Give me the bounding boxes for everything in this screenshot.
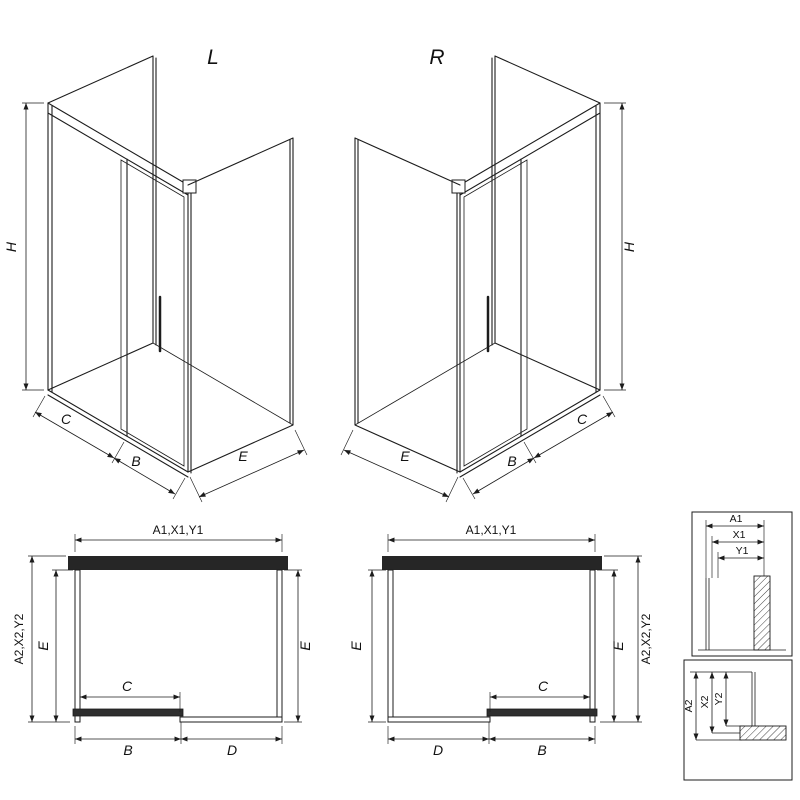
dim-a2-label: A2,X2,Y2	[639, 613, 653, 664]
back-side-panel	[491, 55, 601, 391]
corner-post	[187, 184, 192, 474]
glass-section	[705, 578, 710, 650]
side-panel-right	[187, 137, 294, 473]
dim-b-label: B	[507, 453, 516, 469]
dim-y1-label: Y1	[736, 545, 749, 557]
dim-c-line	[34, 411, 115, 459]
sliding-door-glass	[120, 159, 185, 467]
dim-b-label: B	[537, 742, 546, 758]
building-wall	[382, 556, 602, 570]
dim-b-label: B	[123, 742, 132, 758]
dim-y2-label: Y2	[713, 692, 725, 705]
front-wall-right	[459, 102, 601, 478]
detail-ext-lines	[705, 520, 765, 578]
dim-e-right-label: E	[297, 641, 313, 651]
dim-a2-ext	[600, 555, 642, 723]
dim-c-ext	[523, 395, 616, 464]
wall-profile-section	[753, 575, 771, 651]
dim-c-label: C	[577, 411, 588, 427]
tray-back-edge	[354, 342, 496, 426]
dim-c-line	[533, 411, 614, 459]
dim-c-label: C	[122, 678, 133, 694]
glass-section	[751, 672, 756, 726]
dim-d-label: D	[433, 742, 443, 758]
building-wall	[68, 556, 288, 570]
dim-a2-ext	[28, 555, 70, 723]
dim-b-ext	[172, 477, 186, 500]
view-label-right: R	[429, 46, 444, 69]
dim-e-label: E	[238, 448, 248, 464]
dim-e-right-label: E	[610, 641, 626, 651]
corner-post	[456, 184, 461, 474]
detail-frame	[691, 511, 793, 657]
plan-view-right: A1,X1,Y1 A2,X2,Y2 E E C D B	[348, 523, 653, 758]
iso-view-left: L H C B E	[3, 46, 308, 503]
sliding-door-glass	[463, 159, 528, 467]
dim-a2-label: A2,X2,Y2	[12, 613, 26, 664]
dim-e-left-label: E	[35, 641, 51, 651]
dim-a2-label: A2	[683, 699, 695, 712]
dim-b-line	[472, 457, 535, 495]
dim-h-ext	[22, 102, 44, 391]
back-side-panel	[47, 55, 157, 391]
dim-c-ext	[32, 395, 125, 464]
dim-bd-ext	[74, 722, 283, 744]
dim-d-label: D	[227, 742, 237, 758]
detail-box-bottom: A2 X2 Y2	[683, 659, 793, 781]
detail-box-top: A1 X1 Y1	[691, 511, 793, 657]
dim-e-line	[198, 449, 305, 498]
view-label-left: L	[207, 46, 219, 69]
fixed-panel	[179, 716, 283, 723]
dim-x1-label: X1	[733, 529, 746, 541]
dim-b-line	[113, 457, 176, 495]
side-panel-left	[387, 569, 394, 723]
dim-a1-ext	[387, 534, 596, 552]
dim-e-left-ext	[368, 569, 386, 723]
side-panel-right	[276, 569, 283, 723]
detail-frame	[683, 659, 793, 781]
dim-a1-label: A1,X1,Y1	[466, 523, 517, 537]
dim-c-label: C	[61, 411, 72, 427]
dim-h-label: H	[621, 241, 637, 252]
dim-e-label: E	[400, 448, 410, 464]
tray-back-edge	[152, 342, 294, 426]
dim-e-ext	[189, 429, 308, 503]
plan-view-left: A1,X1,Y1 A2,X2,Y2 E E C B D	[12, 523, 313, 758]
dim-a1-label: A1,X1,Y1	[153, 523, 204, 537]
dim-bd-ext	[387, 722, 596, 744]
dim-a1-label: A1	[730, 513, 743, 525]
floor-profile-section	[739, 725, 787, 741]
side-panel-left	[74, 569, 81, 723]
detail-ext-lines	[690, 671, 752, 741]
dim-x2-label: X2	[699, 695, 711, 708]
dim-a1-ext	[74, 534, 283, 552]
iso-view-right: R H C B E	[340, 46, 637, 503]
dim-e-left-label: E	[348, 641, 364, 651]
sliding-door	[486, 708, 598, 717]
sliding-door	[72, 708, 184, 717]
side-panel-right	[589, 569, 596, 723]
side-panel-left	[354, 137, 461, 473]
dim-h-label: H	[3, 241, 19, 252]
dim-e-ext	[340, 429, 459, 503]
dim-c-label: C	[538, 678, 549, 694]
front-wall-left	[47, 102, 189, 478]
fixed-panel	[387, 716, 491, 723]
dim-b-label: B	[131, 453, 140, 469]
dim-b-ext	[462, 477, 476, 500]
dim-e-line	[343, 449, 450, 498]
